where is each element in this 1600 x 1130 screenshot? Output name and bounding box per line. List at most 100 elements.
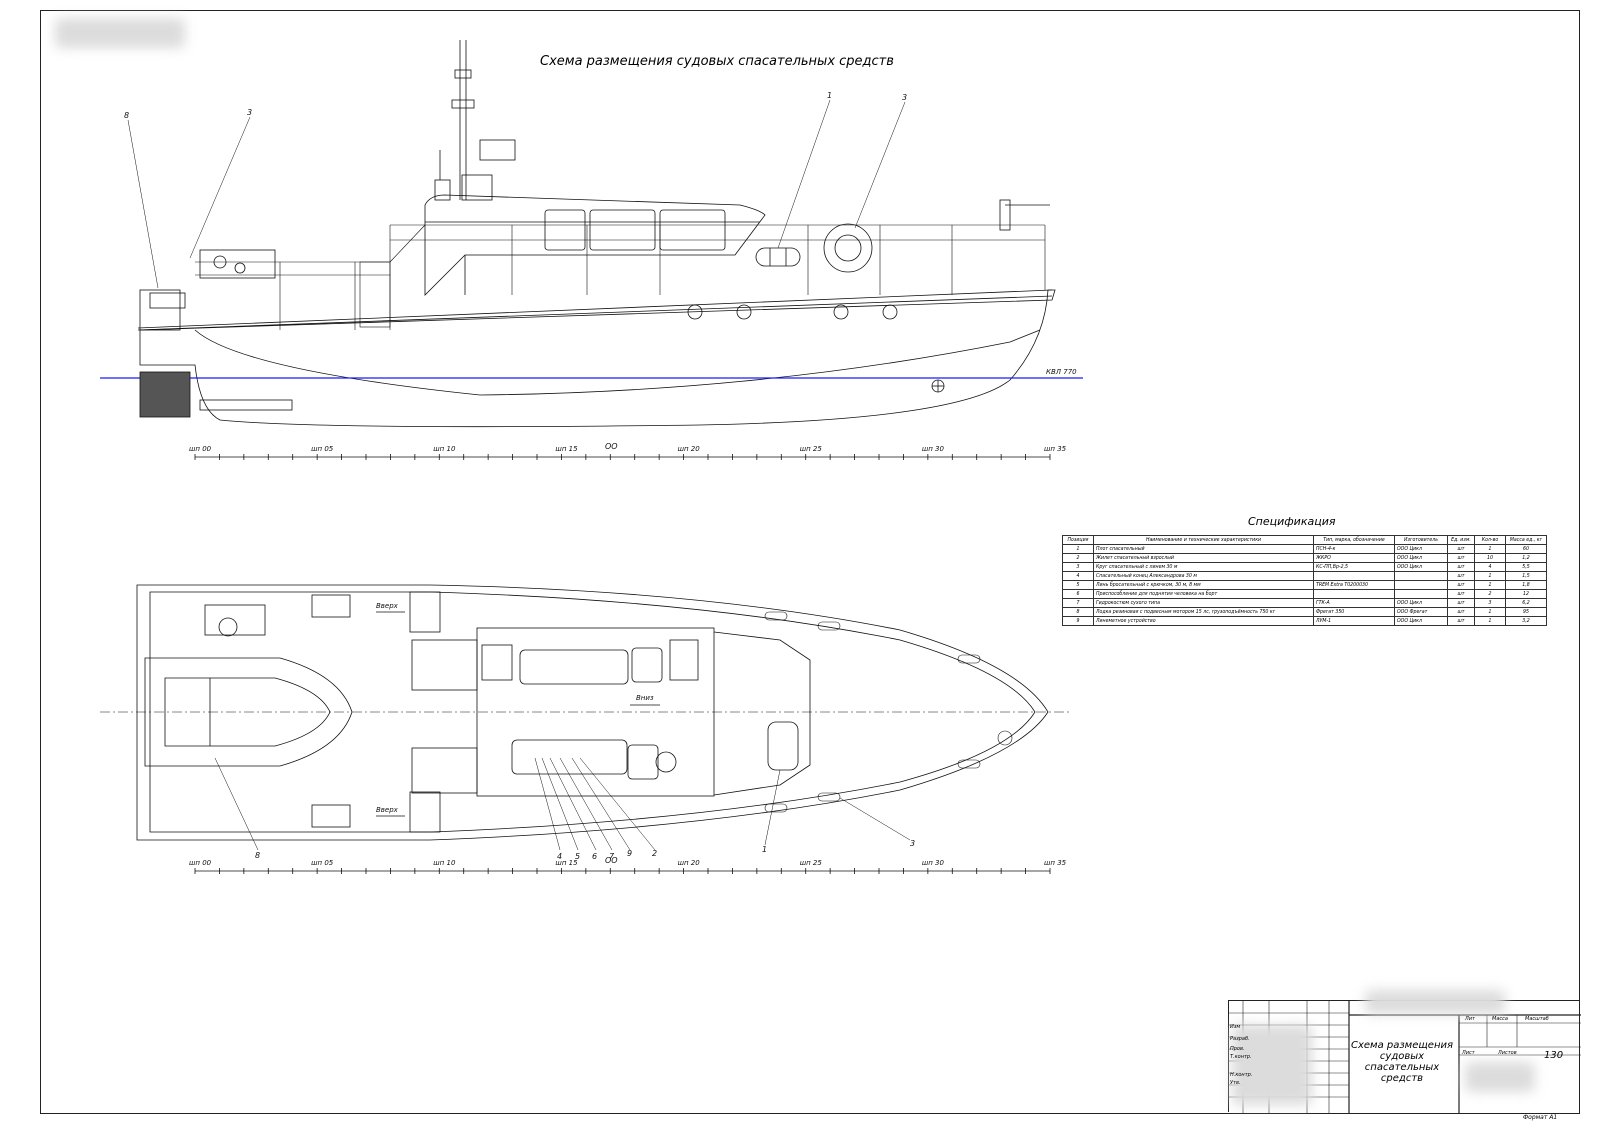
spec-cell: шт	[1447, 562, 1475, 572]
spec-cell: шт	[1447, 571, 1475, 581]
callout-plan-7: 7	[609, 852, 615, 861]
plan-frame-label: шп 20	[678, 859, 701, 867]
tb-scale-label: Масштаб	[1525, 1016, 1549, 1022]
spec-cell: шт	[1447, 589, 1475, 599]
portholes	[687, 304, 898, 320]
spec-cell: 1	[1474, 607, 1506, 617]
title-block-title: Схема размещения судовых спасательных ср…	[1350, 1040, 1454, 1084]
callout-plan-3: 3	[910, 839, 915, 848]
spec-cell: 4	[1062, 571, 1094, 581]
side-frame-label: шп 10	[433, 445, 456, 453]
title-block-row-label: Утв.	[1230, 1080, 1241, 1086]
spec-header: Ед. изм.	[1447, 535, 1475, 545]
callout-side-3b: 3	[902, 93, 907, 102]
spec-header: Тип, марка, обозначение	[1313, 535, 1395, 545]
side-frame-label: шп 20	[678, 445, 701, 453]
plan-callout-leaders	[214, 757, 911, 851]
drawing-title: Схема размещения судовых спасательных ср…	[540, 54, 894, 69]
spec-cell: ЖКРО	[1313, 553, 1395, 563]
title-block-row-label: Пров.	[1230, 1046, 1245, 1052]
side-frame-label: шп 35	[1044, 445, 1067, 453]
life-ring-side	[823, 223, 873, 273]
tb-sheet-label: Лист	[1462, 1050, 1475, 1056]
spec-header-row: Позиция Наименование и технические харак…	[1062, 535, 1547, 545]
spec-cell: ООО Цикл	[1394, 616, 1448, 626]
callout-plan-4: 4	[557, 852, 562, 861]
spec-cell: Спасательный конец Александрова 30 м	[1093, 571, 1314, 581]
spec-cell: 4	[1474, 562, 1506, 572]
side-midship-symbol: ОО	[605, 442, 618, 451]
spec-table: Позиция Наименование и технические харак…	[1062, 535, 1547, 626]
spec-cell: 8	[1062, 607, 1094, 617]
redacted-org	[1465, 1062, 1535, 1092]
inflatable-boat	[144, 657, 353, 767]
spec-cell: шт	[1447, 598, 1475, 608]
spec-cell: 2	[1062, 553, 1094, 563]
superstructure	[424, 194, 766, 296]
down-label: Вниз	[636, 694, 654, 702]
spec-cell: 1	[1474, 616, 1506, 626]
spec-cell: 3,2	[1505, 616, 1547, 626]
spec-cell: 7	[1062, 598, 1094, 608]
spec-cell: 1,8	[1505, 580, 1547, 590]
spec-cell: 3	[1062, 562, 1094, 572]
spec-cell: 6,2	[1505, 598, 1547, 608]
title-block-mass: 130	[1544, 1050, 1564, 1061]
redacted-title-code	[1365, 990, 1505, 1014]
spec-cell	[1394, 571, 1448, 581]
spec-cell: шт	[1447, 580, 1475, 590]
spec-cell: шт	[1447, 553, 1475, 563]
spec-cell: 60	[1505, 544, 1547, 554]
spec-cell: ООО Цикл	[1394, 553, 1448, 563]
title-block-row-label: Н.контр.	[1230, 1072, 1253, 1078]
plan-frame-label: шп 30	[922, 859, 945, 867]
mast	[434, 40, 516, 201]
plan-midship-symbol: ОО	[605, 856, 618, 865]
deck-boxes	[204, 591, 478, 833]
spec-cell: 5,5	[1505, 562, 1547, 572]
ship-drawing: КВЛ 770	[100, 40, 1083, 874]
spec-cell: 2	[1474, 589, 1506, 599]
spec-header: Позиция	[1062, 535, 1094, 545]
spec-cell: шт	[1447, 544, 1475, 554]
callout-plan-5: 5	[575, 852, 580, 861]
spec-cell: Линеметное устройство	[1093, 616, 1314, 626]
spec-cell	[1394, 589, 1448, 599]
spec-cell: TREM Extra T0200030	[1313, 580, 1395, 590]
spec-cell: ООО Фрегат	[1394, 607, 1448, 617]
callout-plan-2: 2	[652, 849, 657, 858]
spec-cell	[1313, 571, 1395, 581]
spec-cell	[1394, 580, 1448, 590]
spec-cell: Жилет спасательный взрослый	[1093, 553, 1314, 563]
spec-header: Масса ед., кг	[1505, 535, 1547, 545]
spec-cell: ГТК-А	[1313, 598, 1395, 608]
spec-cell: 95	[1505, 607, 1547, 617]
spec-cell	[1313, 589, 1395, 599]
callout-plan-8: 8	[255, 851, 260, 860]
drawing-frame	[40, 10, 1580, 1114]
spec-cell: Приспособление для поднятия человека на …	[1093, 589, 1314, 599]
spec-cell: КС-ПП,Вр-2,5	[1313, 562, 1395, 572]
side-frame-label: шп 30	[922, 445, 945, 453]
railings	[195, 224, 1046, 330]
spec-cell: 1	[1474, 580, 1506, 590]
spec-cell: 10	[1474, 553, 1506, 563]
callout-side-3a: 3	[247, 108, 252, 117]
spec-cell: Линь бросательный с крючком, 30 м, 8 мм	[1093, 580, 1314, 590]
title-block-row-label: Изм	[1230, 1024, 1241, 1030]
spec-cell: 9	[1062, 616, 1094, 626]
plan-frame-label: шп 15	[555, 859, 578, 867]
spec-title: Спецификация	[1248, 515, 1336, 528]
spec-header: Изготовитель	[1394, 535, 1448, 545]
spec-cell: шт	[1447, 616, 1475, 626]
title-block-row-label: Т.контр.	[1230, 1054, 1252, 1060]
